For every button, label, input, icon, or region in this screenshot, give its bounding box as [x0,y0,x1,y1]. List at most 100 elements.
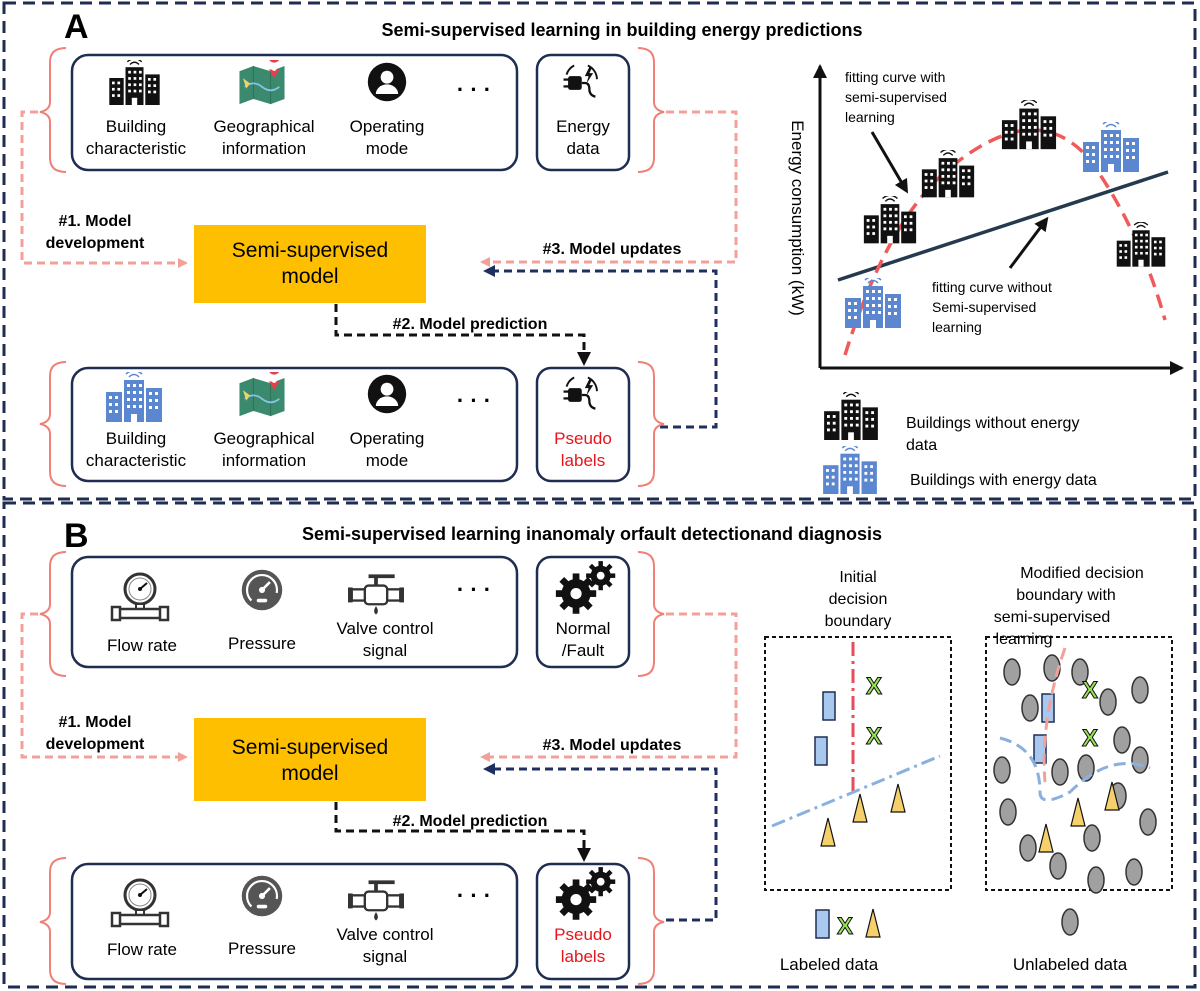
labeled-square [814,736,828,766]
labeled-cross: X [1082,725,1098,752]
panel-a-letter: A [64,8,89,46]
label-model-updates-a: #3. Model updates [543,241,682,258]
brace-right-b-bottom [637,857,665,985]
unlabeled-oval [1083,824,1101,852]
unlabeled-oval [1051,758,1069,786]
unlabeled-oval [1139,808,1157,836]
user-avatar-icon [367,374,407,414]
panel-a-title: Semi-supervised learning in building ene… [381,20,862,40]
labeled-triangle [1070,797,1086,827]
unlabeled-oval [1131,676,1149,704]
initial-boundary-diagonal [771,754,941,828]
unlabeled-oval [1021,694,1039,722]
buildings-blue-icon [822,446,878,494]
labeled-triangle [852,793,868,823]
panel-a: A Semi-supervised learning in building e… [20,8,1184,494]
labeled-triangle [1038,823,1054,853]
buildings-black-icon [1116,222,1166,268]
energy-plot: Energy consumption (kW) fitting curve wi… [788,64,1184,375]
user-avatar-icon [367,62,407,102]
ellipsis-a-top: · · · [457,77,491,102]
buildings-black-icon [921,150,975,198]
label-model-prediction-b: #2. Model prediction [393,813,548,830]
legend-labeled-triangle [865,908,881,938]
panel-a-frame [2,1,1197,501]
unlabeled-oval [1019,834,1037,862]
brace-left-a-bottom [39,361,67,487]
unlabeled-oval [999,798,1017,826]
modified-points: XX [993,654,1157,894]
labeled-cross: X [866,723,882,750]
buildings-blue-icon [844,278,902,328]
label-pressure-b-top: Pressure [228,634,296,653]
fit-line-without-semi [837,170,1169,282]
brace-left-b-bottom [39,857,67,985]
brace-left-b-top [39,551,67,677]
arrow-model-updates-a-navy [483,265,718,429]
label-flow-rate-b-top: Flow rate [107,636,177,655]
plot-y-label: Energy consumption (kW) [788,120,807,316]
panel-b: B Semi-supervised learning inanomaly orf… [20,517,1173,985]
inputs-box-b-top [70,555,519,669]
unlabeled-oval [1071,658,1089,686]
arrow-model-updates-b-navy [483,763,718,922]
legend-unlabeled-label: Unlabeled data [1013,955,1128,974]
label-normal-fault: Normal/Fault [556,619,611,660]
ellipsis-b-bottom: · · · [457,883,491,908]
legend-labeled-label: Labeled data [780,955,879,974]
buildings-blue-icon [1082,122,1140,172]
legend-labeled-square [815,909,830,939]
labeled-triangle [890,783,906,813]
unlabeled-oval [1131,746,1149,774]
model-box-a [194,225,426,303]
brace-right-b-top [637,551,665,677]
label-pressure-b-bottom: Pressure [228,939,296,958]
target-box-b-bottom [535,862,631,981]
panel-b-title: Semi-supervised learning inanomaly orfau… [302,524,882,544]
labeled-cross: X [1082,677,1098,704]
labeled-cross: X [866,673,882,700]
arrow-model-prediction-b [334,802,591,862]
initial-boundary-box [764,636,952,891]
labeled-triangle [820,817,836,847]
inputs-box-b-bottom [70,862,519,981]
target-box-b-top [535,555,631,669]
brace-right-a-top [637,47,665,173]
legend-labeled-cross: X [837,913,853,940]
modified-boundary-box [985,636,1173,891]
label-flow-rate-b-bottom: Flow rate [107,940,177,959]
model-box-b [194,718,426,801]
arrow-model-development-b [20,612,188,762]
pointer-with-semi [870,131,909,194]
buildings-black-icon [863,196,917,244]
unlabeled-oval [1099,688,1117,716]
unlabeled-oval [1087,866,1105,894]
buildings-black-icon [823,392,879,440]
label-model-updates-b: #3. Model updates [543,737,682,754]
initial-points: XX [814,673,906,847]
target-box-a-bottom [535,366,631,483]
arrow-model-prediction-a [334,304,591,366]
buildings-black-icon [1001,100,1057,150]
unlabeled-oval [1049,852,1067,880]
